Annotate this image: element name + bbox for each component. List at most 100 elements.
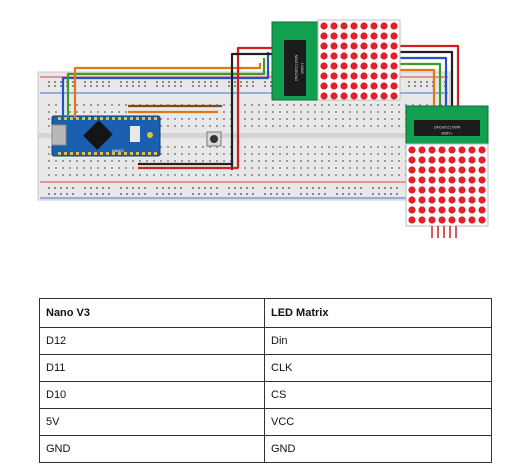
breadboard-hole [192,193,194,195]
breadboard-hole [48,111,50,113]
wire-orange-cs [73,63,262,118]
breadboard-hole [300,111,302,113]
breadboard-hole [188,174,190,176]
led-dot [320,22,328,30]
breadboard-hole [180,193,182,195]
breadboard-hole [377,153,379,155]
led-dot [448,216,456,224]
breadboard-hole [398,160,400,162]
breadboard-hole [272,153,274,155]
breadboard-hole [244,118,246,120]
breadboard-hole [76,111,78,113]
breadboard-hole [104,160,106,162]
breadboard-hole [328,125,330,127]
breadboard-hole [279,153,281,155]
breadboard-hole [398,174,400,176]
breadboard-hole [62,174,64,176]
led-dot [350,42,358,50]
breadboard-hole [307,153,309,155]
breadboard-hole [251,104,253,106]
nano-pin [154,152,157,155]
breadboard-hole [328,104,330,106]
breadboard-hole [244,104,246,106]
breadboard-hole [202,160,204,162]
led-dot [418,196,426,204]
breadboard-hole [258,146,260,148]
led-dot [478,176,486,184]
breadboard-hole [153,174,155,176]
breadboard-hole [328,153,330,155]
breadboard-hole [265,104,267,106]
breadboard-hole [139,160,141,162]
led-dot [458,186,466,194]
breadboard-hole [55,174,57,176]
breadboard-hole [335,174,337,176]
breadboard-hole [146,174,148,176]
led-dot [320,32,328,40]
breadboard-hole [293,118,295,120]
breadboard-hole [54,81,56,83]
breadboard-hole [412,104,414,106]
breadboard-hole [144,85,146,87]
breadboard-hole [96,193,98,195]
breadboard-hole [118,104,120,106]
breadboard-hole [144,187,146,189]
wire-blue-din [61,52,270,118]
led-dot [370,52,378,60]
breadboard-hole [90,104,92,106]
breadboard-hole [377,125,379,127]
led-dot [360,72,368,80]
breadboard-hole [55,160,57,162]
led-dot [438,216,446,224]
breadboard-hole [174,174,176,176]
led-dot [390,42,398,50]
breadboard-hole [160,160,162,162]
breadboard-hole [314,104,316,106]
breadboard-hole [120,193,122,195]
breadboard-hole [153,160,155,162]
breadboard-hole [90,174,92,176]
breadboard-hole [202,174,204,176]
breadboard-hole [293,104,295,106]
breadboard-hole [300,187,302,189]
breadboard-hole [293,146,295,148]
nano-pin [136,117,139,120]
breadboard-hole [272,146,274,148]
matrix-pins-right [431,226,457,238]
led-dot [428,166,436,174]
breadboard-hole [120,81,122,83]
breadboard-hole [125,174,127,176]
breadboard-hole [405,104,407,106]
breadboard-hole [258,167,260,169]
led-dot [330,72,338,80]
breadboard-hole [336,187,338,189]
breadboard-hole [76,167,78,169]
chip-sub-right: +1608 [441,131,453,136]
breadboard-hole [318,193,320,195]
matrix-pin-cell: Din [264,327,492,355]
breadboard-hole [398,153,400,155]
led-dot [438,156,446,164]
led-dot [418,176,426,184]
breadboard-hole [66,193,68,195]
wire-out-2 [398,50,454,106]
breadboard-hole [125,104,127,106]
breadboard-hole [72,85,74,87]
breadboard-hole [192,187,194,189]
breadboard-hole [279,125,281,127]
led-dot [418,146,426,154]
breadboard-hole [120,187,122,189]
breadboard-hole [391,167,393,169]
breadboard-hole [426,85,428,87]
breadboard-hole [356,167,358,169]
led-dot [390,72,398,80]
breadboard-hole [420,85,422,87]
breadboard-hole [272,111,274,113]
breadboard-hole [48,193,50,195]
breadboard-hole [370,174,372,176]
breadboard-hole [306,193,308,195]
breadboard-hole [258,104,260,106]
led-dot [418,206,426,214]
breadboard-hole [202,125,204,127]
led-dot [438,166,446,174]
